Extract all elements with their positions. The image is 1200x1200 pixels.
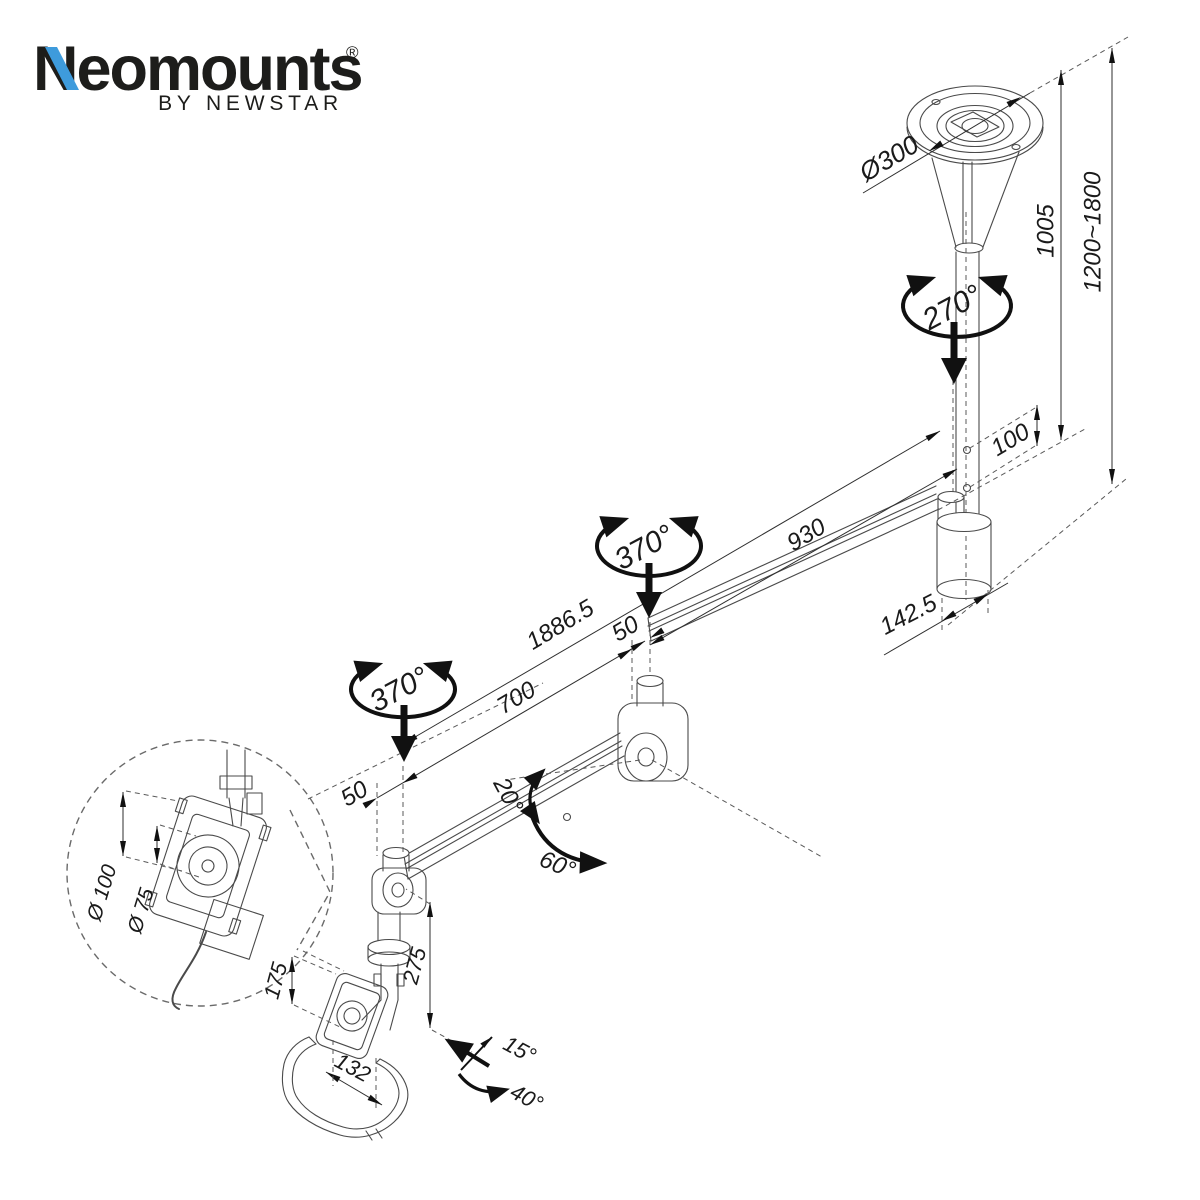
release-bracket: [199, 898, 264, 960]
upper-arm-line: [649, 468, 958, 646]
fold-arc-20: [520, 768, 546, 825]
dim-bracket-width: 132: [331, 1048, 375, 1087]
rotation-indicators: [349, 275, 1013, 1103]
dim-vesa-outer: Ø 100: [82, 862, 121, 925]
dimension-lines: [289, 36, 1129, 1108]
tilt-arrow: [444, 1038, 491, 1068]
dim-vesa-inner: Ø 75: [123, 885, 159, 937]
dim-mid-rotation: 370°: [609, 518, 679, 576]
dim-height-range: 1200~1800: [1079, 171, 1106, 292]
dim-fold-outer: 60°: [536, 846, 580, 885]
detail-circle: [66, 682, 544, 1010]
vesa-plate-detail: [144, 795, 272, 960]
cone-cover: [931, 151, 1020, 248]
handle-clip: [365, 1128, 383, 1141]
mounting-column: [952, 212, 980, 600]
brand-n-accent: [45, 47, 79, 90]
elbow-joint: [617, 674, 689, 782]
column-clamp: [936, 490, 992, 600]
dim-end-rotation: 370°: [364, 660, 434, 718]
plate-bolt-hole: [1011, 143, 1021, 151]
adjustment-hole: [962, 445, 972, 455]
plate-bolt-hole: [931, 98, 941, 106]
dim-column-offset: 142.5: [876, 589, 942, 641]
dim-tilt-angle: 15°: [499, 1031, 540, 1069]
dim-column-length: 1005: [1032, 204, 1059, 258]
dim-total-reach: 1886.5: [522, 594, 599, 655]
dim-upper-arm: 930: [782, 513, 831, 557]
dimension-labels: Ø300 1005 1200~1800 270° 100 930 1886.5 …: [82, 129, 1106, 1117]
dim-lower-offset: 50: [336, 775, 373, 812]
dim-height-increment: 100: [986, 418, 1035, 462]
registered-mark: ®: [346, 43, 359, 62]
lower-arm: [403, 732, 625, 880]
detail-pointer: [289, 809, 331, 951]
brand-logo: Neomounts ® BY NEWSTAR: [33, 34, 364, 115]
brand-byline: BY NEWSTAR: [158, 92, 343, 115]
monitor-bracket: [315, 973, 389, 1059]
cable: [171, 931, 207, 1010]
total-reach-line: [402, 430, 941, 745]
end-joint: [361, 846, 427, 1031]
handle: [281, 1036, 409, 1141]
dim-bracket-height: 175: [259, 959, 293, 1002]
adjustment-hole: [962, 483, 972, 493]
dim-swivel-angle: 40°: [506, 1079, 547, 1117]
lower-arm-line: [376, 640, 646, 799]
dim-lower-arm: 700: [492, 676, 541, 720]
dim-fold-inner: 20°: [487, 772, 529, 818]
ceiling-plate: [906, 85, 1044, 254]
dim-plate-diameter: Ø300: [853, 129, 924, 188]
detail-leader: [302, 950, 345, 972]
brand-wordmark: Neomounts: [33, 34, 362, 104]
dim-upper-offset: 50: [607, 610, 644, 647]
arm-screw: [562, 812, 572, 822]
fold-arc-60: [529, 812, 608, 874]
swivel-arc: [457, 1073, 510, 1103]
